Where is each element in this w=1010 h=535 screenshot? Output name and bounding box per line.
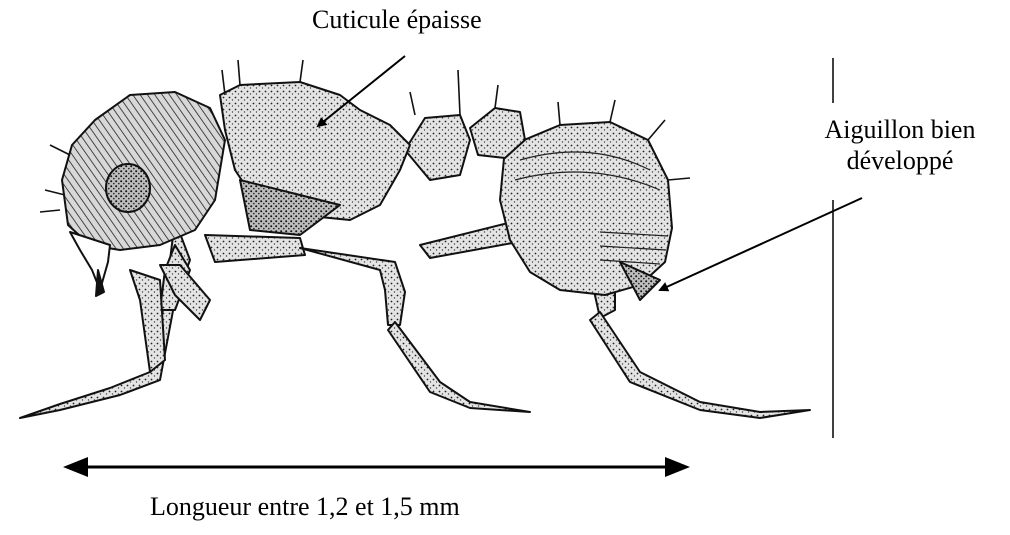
ant-eye xyxy=(106,164,150,212)
label-length: Longueur entre 1,2 et 1,5 mm xyxy=(150,491,460,522)
sting-pointer-arrow xyxy=(660,198,862,290)
label-sting-line2: développé xyxy=(805,145,995,176)
ant-petiole xyxy=(405,115,470,180)
label-sting-line1: Aiguillon bien xyxy=(805,114,995,145)
ant-illustration xyxy=(20,60,810,418)
ant-gaster xyxy=(500,122,672,295)
label-cuticle: Cuticule épaisse xyxy=(312,4,482,35)
label-sting: Aiguillon bien développé xyxy=(805,114,995,176)
length-double-arrow xyxy=(63,457,690,477)
